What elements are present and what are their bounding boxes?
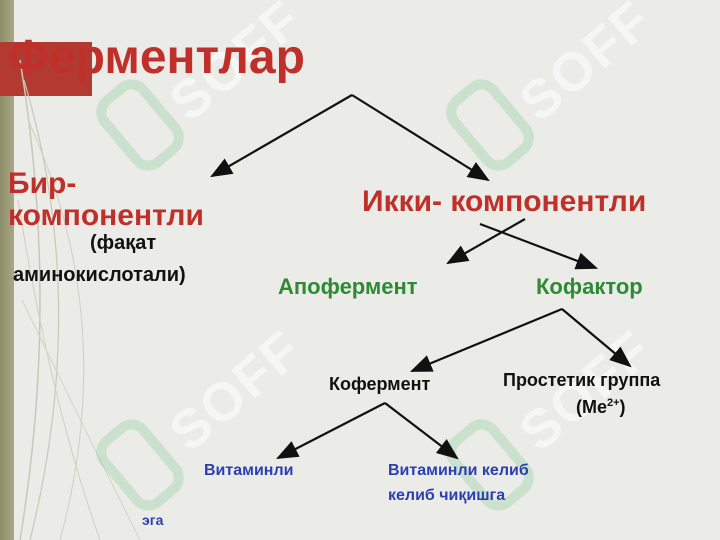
prosthetic-group-label-line1: Простетик группа (503, 370, 661, 390)
vitamin-right-label-line2: келиб чиқишга (388, 487, 506, 504)
one-component-label-line1: Бир- (8, 167, 77, 200)
cofactor-label: Кофактор (536, 274, 643, 299)
left-decorative-bar (0, 0, 14, 540)
prosthetic-formula-charge: 2+ (607, 397, 620, 409)
vitamin-bottom-label: эга (142, 512, 164, 528)
prosthetic-formula-end: ) (619, 397, 626, 417)
apoenzyme-label: Апофермент (278, 274, 418, 299)
coenzyme-label: Кофермент (329, 374, 431, 394)
one-component-label-line2: компонентли (8, 199, 204, 232)
prosthetic-formula-base: (Me (576, 397, 607, 417)
prosthetic-group-label-line2: (Me2+) (576, 397, 626, 418)
title-accent-block (0, 42, 92, 96)
one-component-note-line2: аминокислотали) (13, 264, 186, 286)
two-component-label: Икки- компонентли (362, 185, 647, 218)
slide-title: Ферментлар (8, 31, 305, 84)
vitamin-left-label: Витаминли (204, 462, 294, 479)
vitamin-right-label-line1: Витаминли келиб (388, 462, 529, 479)
one-component-note-line1: (фақат (90, 232, 157, 254)
